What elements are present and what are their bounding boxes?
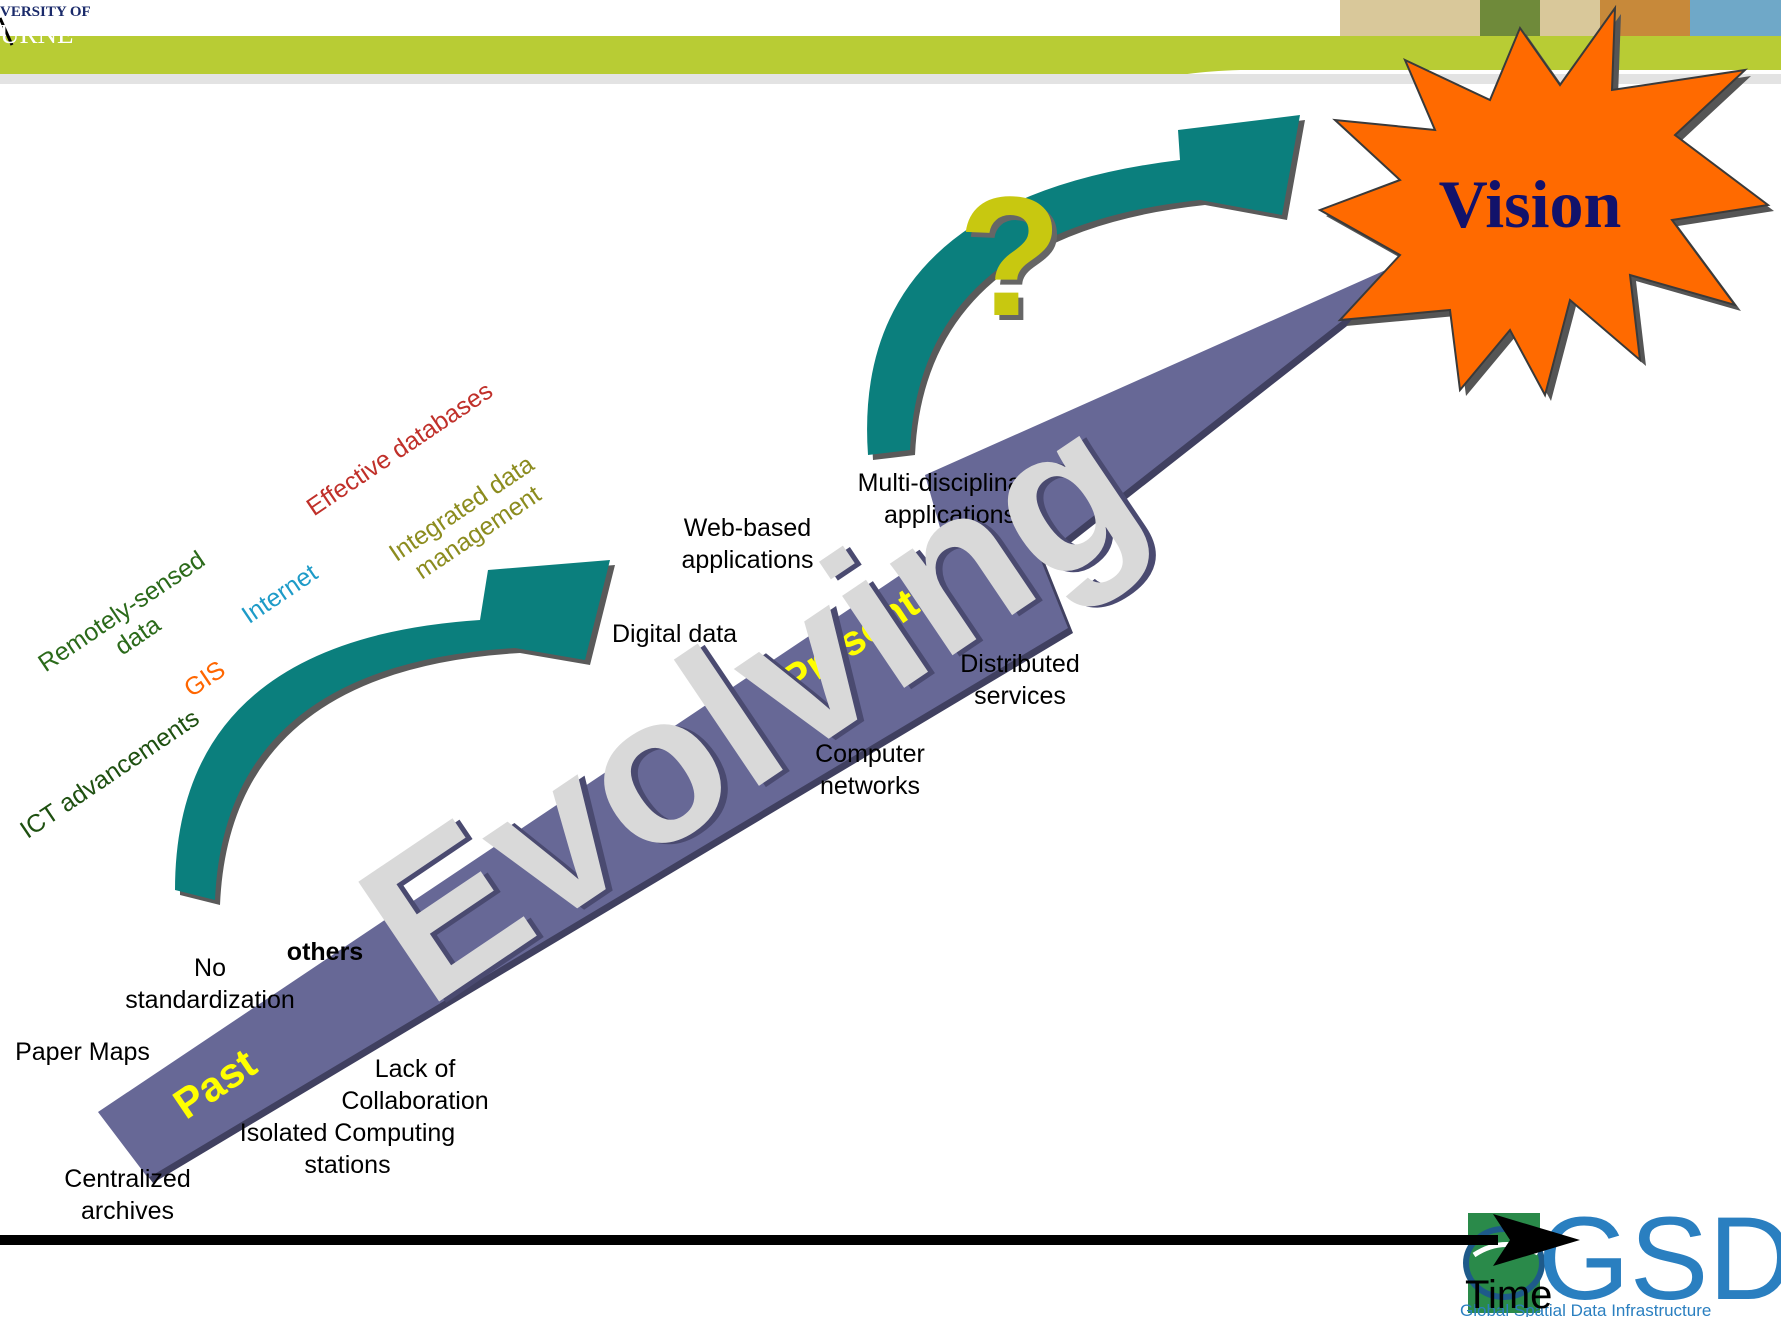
vision-label: Vision	[1438, 166, 1622, 242]
time-axis-arrowhead	[1493, 1214, 1580, 1266]
gsdi-logo-text: GSD	[1538, 1195, 1781, 1317]
evolving-arrow-shape	[98, 248, 1435, 1178]
label-paper-maps: Paper Maps	[15, 1038, 150, 1066]
label-multi-disciplinary-applications: Multi-disciplinary applications	[857, 469, 1043, 529]
label-distributed-services: Distributed services	[960, 650, 1080, 710]
label-no-standardization: No standardization	[125, 954, 295, 1014]
curved-arrow-present	[867, 115, 1300, 455]
label-others: others	[286, 938, 364, 966]
label-lack-of-collaboration: Lack of Collaboration	[341, 1055, 489, 1115]
time-label: Time	[1465, 1273, 1553, 1317]
label-centralized-archives: Centralized archives	[64, 1165, 191, 1225]
curved-arrow-past	[175, 560, 610, 900]
time-axis-line	[0, 1235, 1498, 1245]
university-name-line1: VERSITY OF	[0, 4, 91, 20]
university-name-line2: URNE	[0, 19, 74, 49]
vision-starburst-shape	[1317, 4, 1771, 398]
label-isolated-computing-stations: Isolated Computing stations	[239, 1119, 456, 1179]
question-mark: ?	[958, 162, 1062, 352]
gsdi-logo-subtitle: Global Spatial Data Infrastructure	[1460, 1301, 1711, 1317]
university-name: VERSITY OF URNE	[0, 4, 110, 48]
university-logo-mark	[0, 17, 14, 46]
label-digital-data: Digital data	[612, 620, 738, 648]
label-computer-networks: Computer networks	[815, 740, 925, 800]
label-web-based-applications: Web-based applications	[681, 514, 814, 574]
